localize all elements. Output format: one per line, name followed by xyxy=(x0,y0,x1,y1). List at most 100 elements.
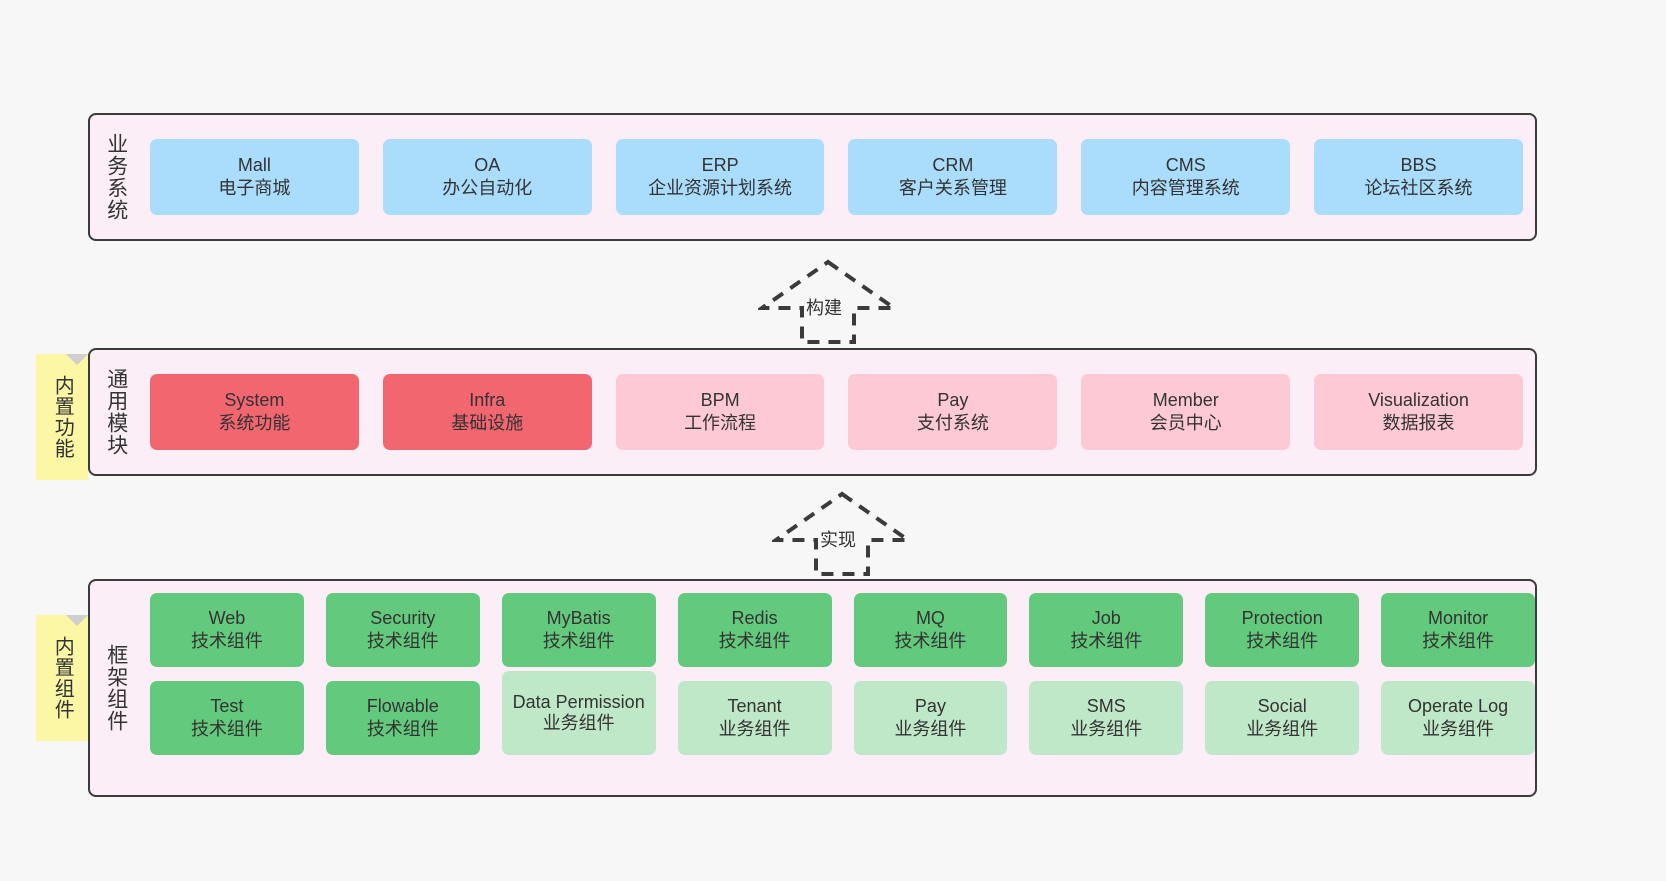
card-cms[interactable]: CMS 内容管理系统 xyxy=(1081,139,1291,215)
card-subtitle: 业务组件 xyxy=(1070,719,1143,739)
card-title: Protection xyxy=(1241,607,1323,628)
card-title: Flowable xyxy=(366,695,439,716)
card-title: Tenant xyxy=(727,695,782,716)
card-crm[interactable]: CRM 客户关系管理 xyxy=(848,139,1058,215)
card-sms[interactable]: SMS 业务组件 xyxy=(1029,681,1184,755)
card-subtitle: 技术组件 xyxy=(542,631,615,651)
card-tenant[interactable]: Tenant 业务组件 xyxy=(677,681,832,755)
card-title: System xyxy=(224,389,285,410)
card-web[interactable]: Web 技术组件 xyxy=(150,593,304,667)
card-security[interactable]: Security 技术组件 xyxy=(325,593,480,667)
dashed-hollow-arrow-up-icon xyxy=(769,491,915,576)
note-fold-corner-icon xyxy=(66,354,88,376)
card-subtitle: 技术组件 xyxy=(1246,631,1319,651)
card-pay-module[interactable]: Pay 支付系统 xyxy=(848,374,1058,450)
card-title: Operate Log xyxy=(1408,695,1509,716)
card-subtitle: 系统功能 xyxy=(218,413,291,433)
card-erp[interactable]: ERP 企业资源计划系统 xyxy=(615,139,825,215)
card-operate-log[interactable]: Operate Log 业务组件 xyxy=(1381,681,1535,755)
card-subtitle: 技术组件 xyxy=(1422,631,1495,651)
framework-row-1: Web 技术组件 Security 技术组件 MyBatis 技术组件 Redi… xyxy=(150,593,1535,667)
card-subtitle: 电子商城 xyxy=(218,178,291,198)
card-infra[interactable]: Infra 基础设施 xyxy=(382,374,592,450)
card-subtitle: 技术组件 xyxy=(190,719,263,739)
card-subtitle: 业务组件 xyxy=(718,719,791,739)
card-system[interactable]: System 系统功能 xyxy=(150,374,359,450)
card-subtitle: 数据报表 xyxy=(1382,413,1455,433)
card-test[interactable]: Test 技术组件 xyxy=(150,681,304,755)
card-title: Security xyxy=(370,607,436,628)
note-label: 内置组件 xyxy=(51,636,74,720)
card-subtitle: 企业资源计划系统 xyxy=(648,178,793,198)
card-mall[interactable]: Mall 电子商城 xyxy=(150,139,359,215)
note-builtin-function: 内置功能 xyxy=(36,354,88,480)
card-subtitle: 办公自动化 xyxy=(442,178,533,198)
layer-body-framework-components: Web 技术组件 Security 技术组件 MyBatis 技术组件 Redi… xyxy=(142,581,1535,795)
card-subtitle: 业务组件 xyxy=(1246,719,1319,739)
card-subtitle: 工作流程 xyxy=(684,413,757,433)
relation-label-implement: 实现 xyxy=(820,530,856,550)
card-title: ERP xyxy=(701,154,739,175)
card-subtitle: 业务组件 xyxy=(894,719,967,739)
card-flowable[interactable]: Flowable 技术组件 xyxy=(325,681,480,755)
layer-title-framework-components: 框架组件 xyxy=(104,644,128,732)
note-builtin-component: 内置组件 xyxy=(36,615,88,741)
card-title: Pay xyxy=(914,695,946,716)
card-protection[interactable]: Protection 技术组件 xyxy=(1205,593,1360,667)
card-pay-component[interactable]: Pay 业务组件 xyxy=(853,681,1008,755)
card-social[interactable]: Social 业务组件 xyxy=(1205,681,1360,755)
card-title: Member xyxy=(1152,389,1219,410)
card-subtitle: 基础设施 xyxy=(451,413,524,433)
layer-business-systems: 业务系统 Mall 电子商城 OA 办公自动化 ERP 企业资源计划系统 CRM… xyxy=(88,113,1537,241)
card-title: BPM xyxy=(700,389,740,410)
note-label: 内置功能 xyxy=(51,375,74,459)
layer-body-common-modules: System 系统功能 Infra 基础设施 BPM 工作流程 Pay 支付系统… xyxy=(142,350,1535,474)
layer-title-business-systems: 业务系统 xyxy=(104,133,128,221)
card-job[interactable]: Job 技术组件 xyxy=(1029,593,1184,667)
layer-title-common-modules: 通用模块 xyxy=(104,368,128,456)
card-title: Data Permission xyxy=(512,691,645,712)
layer-body-business-systems: Mall 电子商城 OA 办公自动化 ERP 企业资源计划系统 CRM 客户关系… xyxy=(142,115,1535,239)
card-title: BBS xyxy=(1400,154,1437,175)
card-subtitle: 技术组件 xyxy=(366,631,439,651)
card-data-permission[interactable]: Data Permission 业务组件 xyxy=(501,671,656,755)
card-bbs[interactable]: BBS 论坛社区系统 xyxy=(1314,139,1523,215)
layer-framework-components: 框架组件 Web 技术组件 Security 技术组件 MyBatis 技术组件… xyxy=(88,579,1537,797)
framework-row-2: Test 技术组件 Flowable 技术组件 Data Permission … xyxy=(150,671,1535,755)
card-subtitle: 技术组件 xyxy=(894,631,967,651)
card-mq[interactable]: MQ 技术组件 xyxy=(853,593,1008,667)
card-title: CRM xyxy=(932,154,974,175)
card-subtitle: 论坛社区系统 xyxy=(1364,178,1473,198)
card-redis[interactable]: Redis 技术组件 xyxy=(677,593,832,667)
card-oa[interactable]: OA 办公自动化 xyxy=(382,139,592,215)
note-fold-corner-icon xyxy=(66,615,88,637)
card-title: Job xyxy=(1091,607,1121,628)
card-monitor[interactable]: Monitor 技术组件 xyxy=(1381,593,1535,667)
card-subtitle: 客户关系管理 xyxy=(898,178,1007,198)
card-subtitle: 技术组件 xyxy=(1070,631,1143,651)
card-title: CMS xyxy=(1165,154,1206,175)
card-member[interactable]: Member 会员中心 xyxy=(1081,374,1291,450)
card-title: Redis xyxy=(731,607,778,628)
card-title: Pay xyxy=(937,389,969,410)
card-title: MyBatis xyxy=(546,607,611,628)
card-title: Mall xyxy=(237,154,271,175)
card-bpm[interactable]: BPM 工作流程 xyxy=(615,374,825,450)
card-mybatis[interactable]: MyBatis 技术组件 xyxy=(501,593,656,667)
card-title: Visualization xyxy=(1368,389,1469,410)
card-subtitle: 技术组件 xyxy=(718,631,791,651)
card-title: MQ xyxy=(915,607,945,628)
relation-arrow-implement: 实现 xyxy=(769,490,915,576)
card-subtitle: 业务组件 xyxy=(542,713,615,733)
card-visualization[interactable]: Visualization 数据报表 xyxy=(1314,374,1523,450)
card-subtitle: 技术组件 xyxy=(366,719,439,739)
card-subtitle: 支付系统 xyxy=(916,413,989,433)
card-title: Infra xyxy=(469,389,506,410)
card-title: OA xyxy=(474,154,501,175)
layer-common-modules: 通用模块 System 系统功能 Infra 基础设施 BPM 工作流程 Pay… xyxy=(88,348,1537,476)
card-title: SMS xyxy=(1086,695,1126,716)
card-subtitle: 会员中心 xyxy=(1149,413,1222,433)
card-title: Web xyxy=(208,607,246,628)
card-title: Test xyxy=(210,695,244,716)
